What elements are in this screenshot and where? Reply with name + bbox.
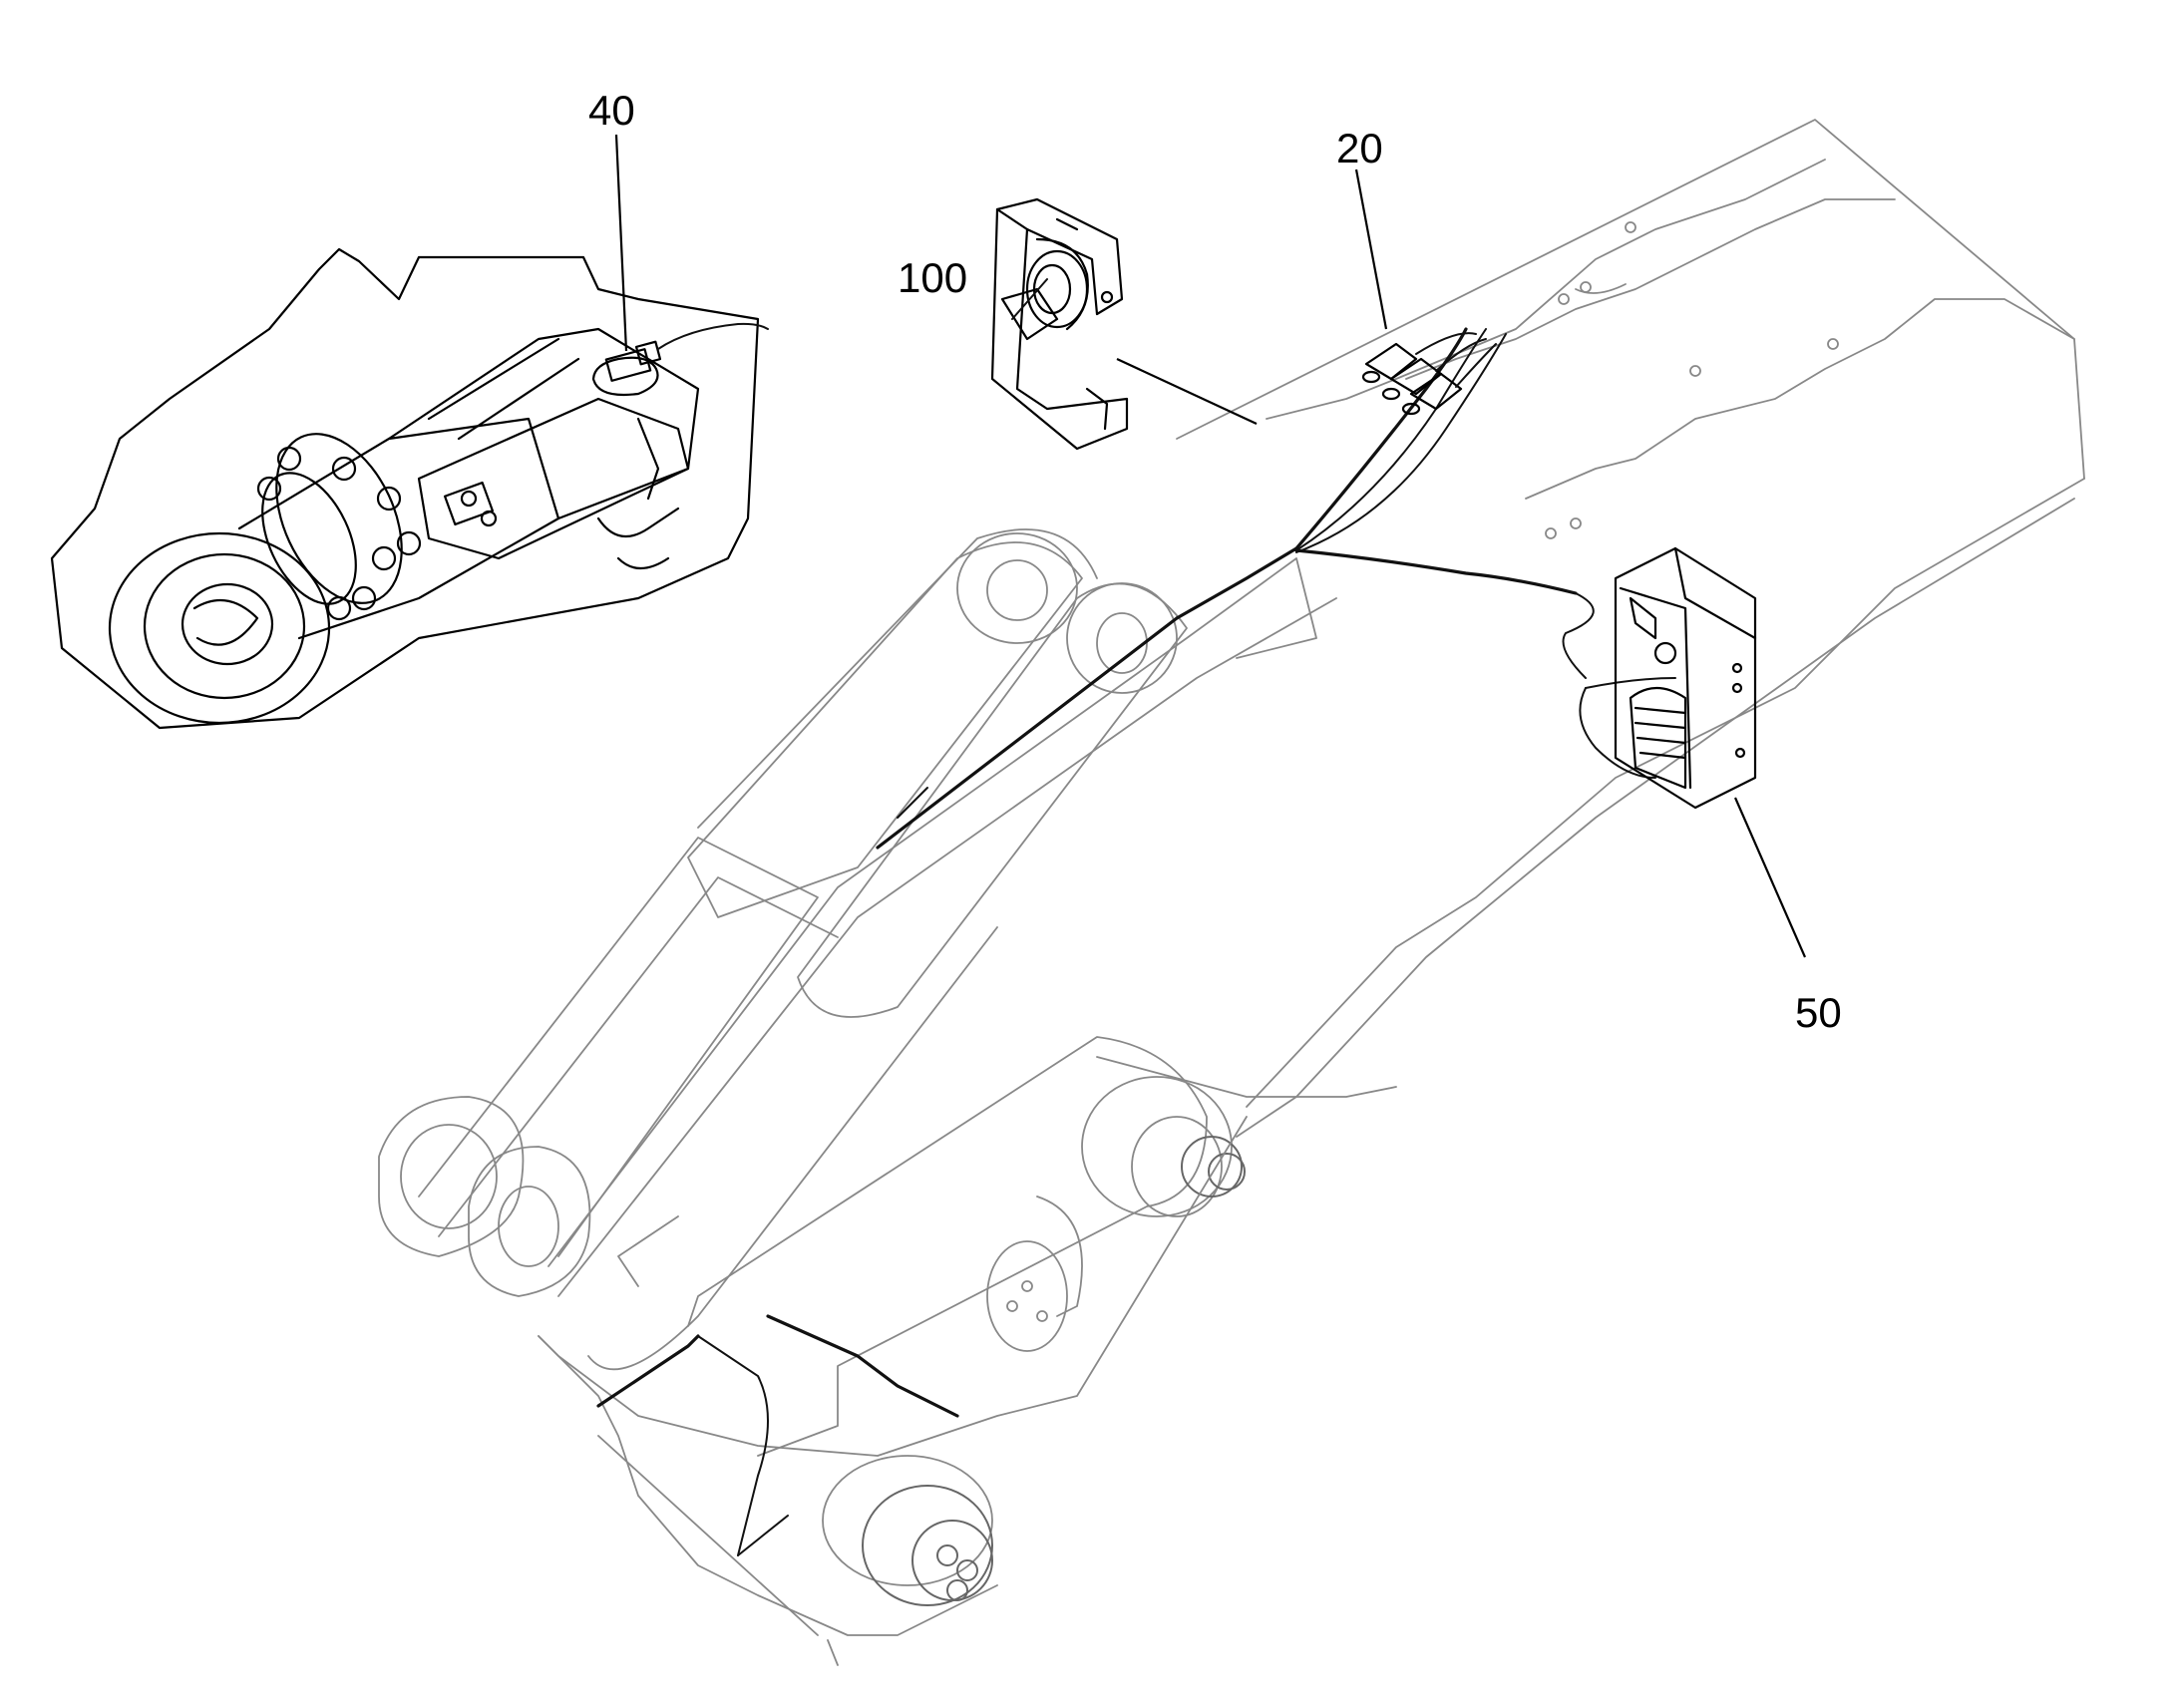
leader-50: [1733, 797, 1807, 958]
leader-100: [1116, 358, 1258, 425]
control-box-50: [1614, 546, 1757, 810]
callout-100: 100: [898, 254, 968, 301]
leader-lines: [614, 134, 1807, 958]
bracket-100: [990, 197, 1129, 451]
callout-40: 40: [588, 87, 635, 134]
leader-20: [1354, 169, 1388, 330]
wiring-harness: [596, 327, 1676, 1556]
callout-50: 50: [1795, 989, 1842, 1036]
bolt-heads: [256, 446, 422, 621]
boom-frame: [378, 119, 2085, 1666]
connectors-20: [1361, 332, 1497, 416]
leader-40: [614, 134, 628, 352]
callout-20: 20: [1336, 125, 1383, 171]
cylinder-detail-inset: [50, 247, 769, 730]
